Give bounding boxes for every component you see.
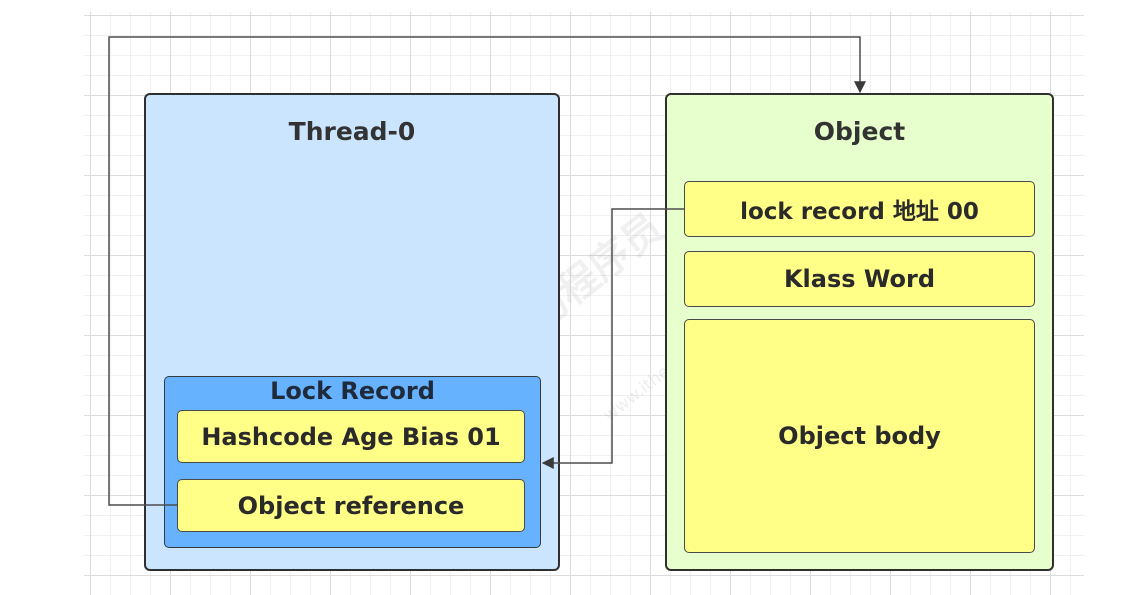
object-mark-word-cell: lock record 地址 00 bbox=[684, 181, 1035, 237]
object-title: Object bbox=[813, 117, 906, 146]
thread-title: Thread-0 bbox=[288, 117, 416, 146]
object-reference-cell: Object reference bbox=[177, 479, 525, 532]
klass-word-cell: Klass Word bbox=[684, 251, 1035, 307]
object-body-cell: Object body bbox=[684, 319, 1035, 553]
lock-record-title: Lock Record bbox=[270, 377, 435, 405]
lock-record-mark-word-cell: Hashcode Age Bias 01 bbox=[177, 410, 525, 463]
